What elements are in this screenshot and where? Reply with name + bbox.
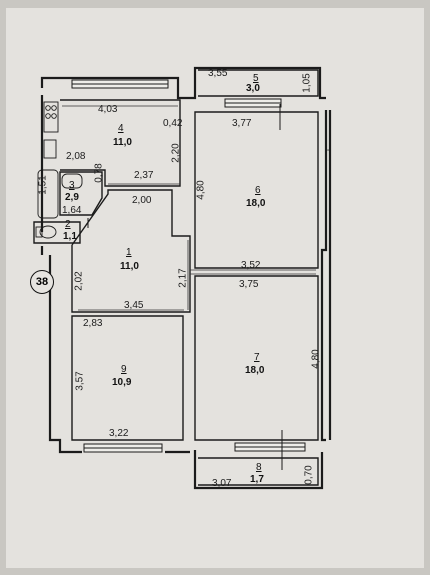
room-8-number: 8 [256,462,262,473]
dim-0-78: 0,78 [93,163,105,183]
dim-0-70: 0,70 [303,465,315,485]
stove [43,101,59,133]
room-2-area: 1,1 [63,231,77,242]
dimension-lines [62,105,316,311]
windows [71,79,329,453]
room-9-number: 9 [121,364,127,375]
room-4-area: 11,0 [113,137,132,148]
dim-3-45: 3,45 [124,300,144,311]
axis-marker: 38 [30,270,54,294]
room-6-area: 18,0 [246,198,266,209]
room-7-area: 18,0 [245,365,265,376]
kitchen-sink [43,139,57,159]
dim-3-07: 3,07 [212,478,232,489]
room-9-area: 10,9 [112,377,132,388]
room-2-number: 2 [65,219,71,230]
room-8-area: 1,7 [250,474,264,485]
doors [87,104,283,470]
room-3-area: 2,9 [65,192,79,203]
dim-2-08: 2,08 [66,151,86,162]
dim-1-51: 1,51 [37,175,49,195]
dim-0-42: 0,42 [163,118,183,129]
dim-3-52: 3,52 [241,260,261,271]
walls [40,66,332,490]
bathtub [37,169,59,219]
dim-1-05: 1,05 [301,73,313,93]
room-5-number: 5 [253,73,259,84]
dim-3-55: 3,55 [208,68,228,79]
dim-2-83: 2,83 [83,318,103,329]
room-7-number: 7 [254,352,260,363]
dim-4-03: 4,03 [98,104,118,115]
dim-4-80-top: 4,80 [195,180,207,200]
washbasin [61,173,83,189]
dim-1-64: 1,64 [62,205,82,216]
axis-label: 38 [35,276,49,288]
room-5-area: 3,0 [246,83,260,94]
dim-3-77: 3,77 [232,118,252,129]
dim-2-20: 2,20 [170,143,182,163]
dim-3-57: 3,57 [74,371,86,391]
toilet [39,225,57,239]
room-3-number: 3 [69,180,75,191]
room-6-number: 6 [255,185,261,196]
dim-2-00: 2,00 [132,195,152,206]
fixtures [35,101,83,239]
room-outlines [33,69,319,486]
dim-3-22: 3,22 [109,428,129,439]
room-1-area: 11,0 [120,261,139,272]
dim-2-17: 2,17 [177,268,189,288]
room-4-number: 4 [118,123,124,134]
dim-4-80-bottom: 4,80 [310,349,322,369]
paper-sheet [6,8,424,568]
dim-2-37: 2,37 [134,170,154,181]
room-1-number: 1 [126,247,132,258]
dim-2-02: 2,02 [73,271,85,291]
dim-3-75: 3,75 [239,279,259,290]
